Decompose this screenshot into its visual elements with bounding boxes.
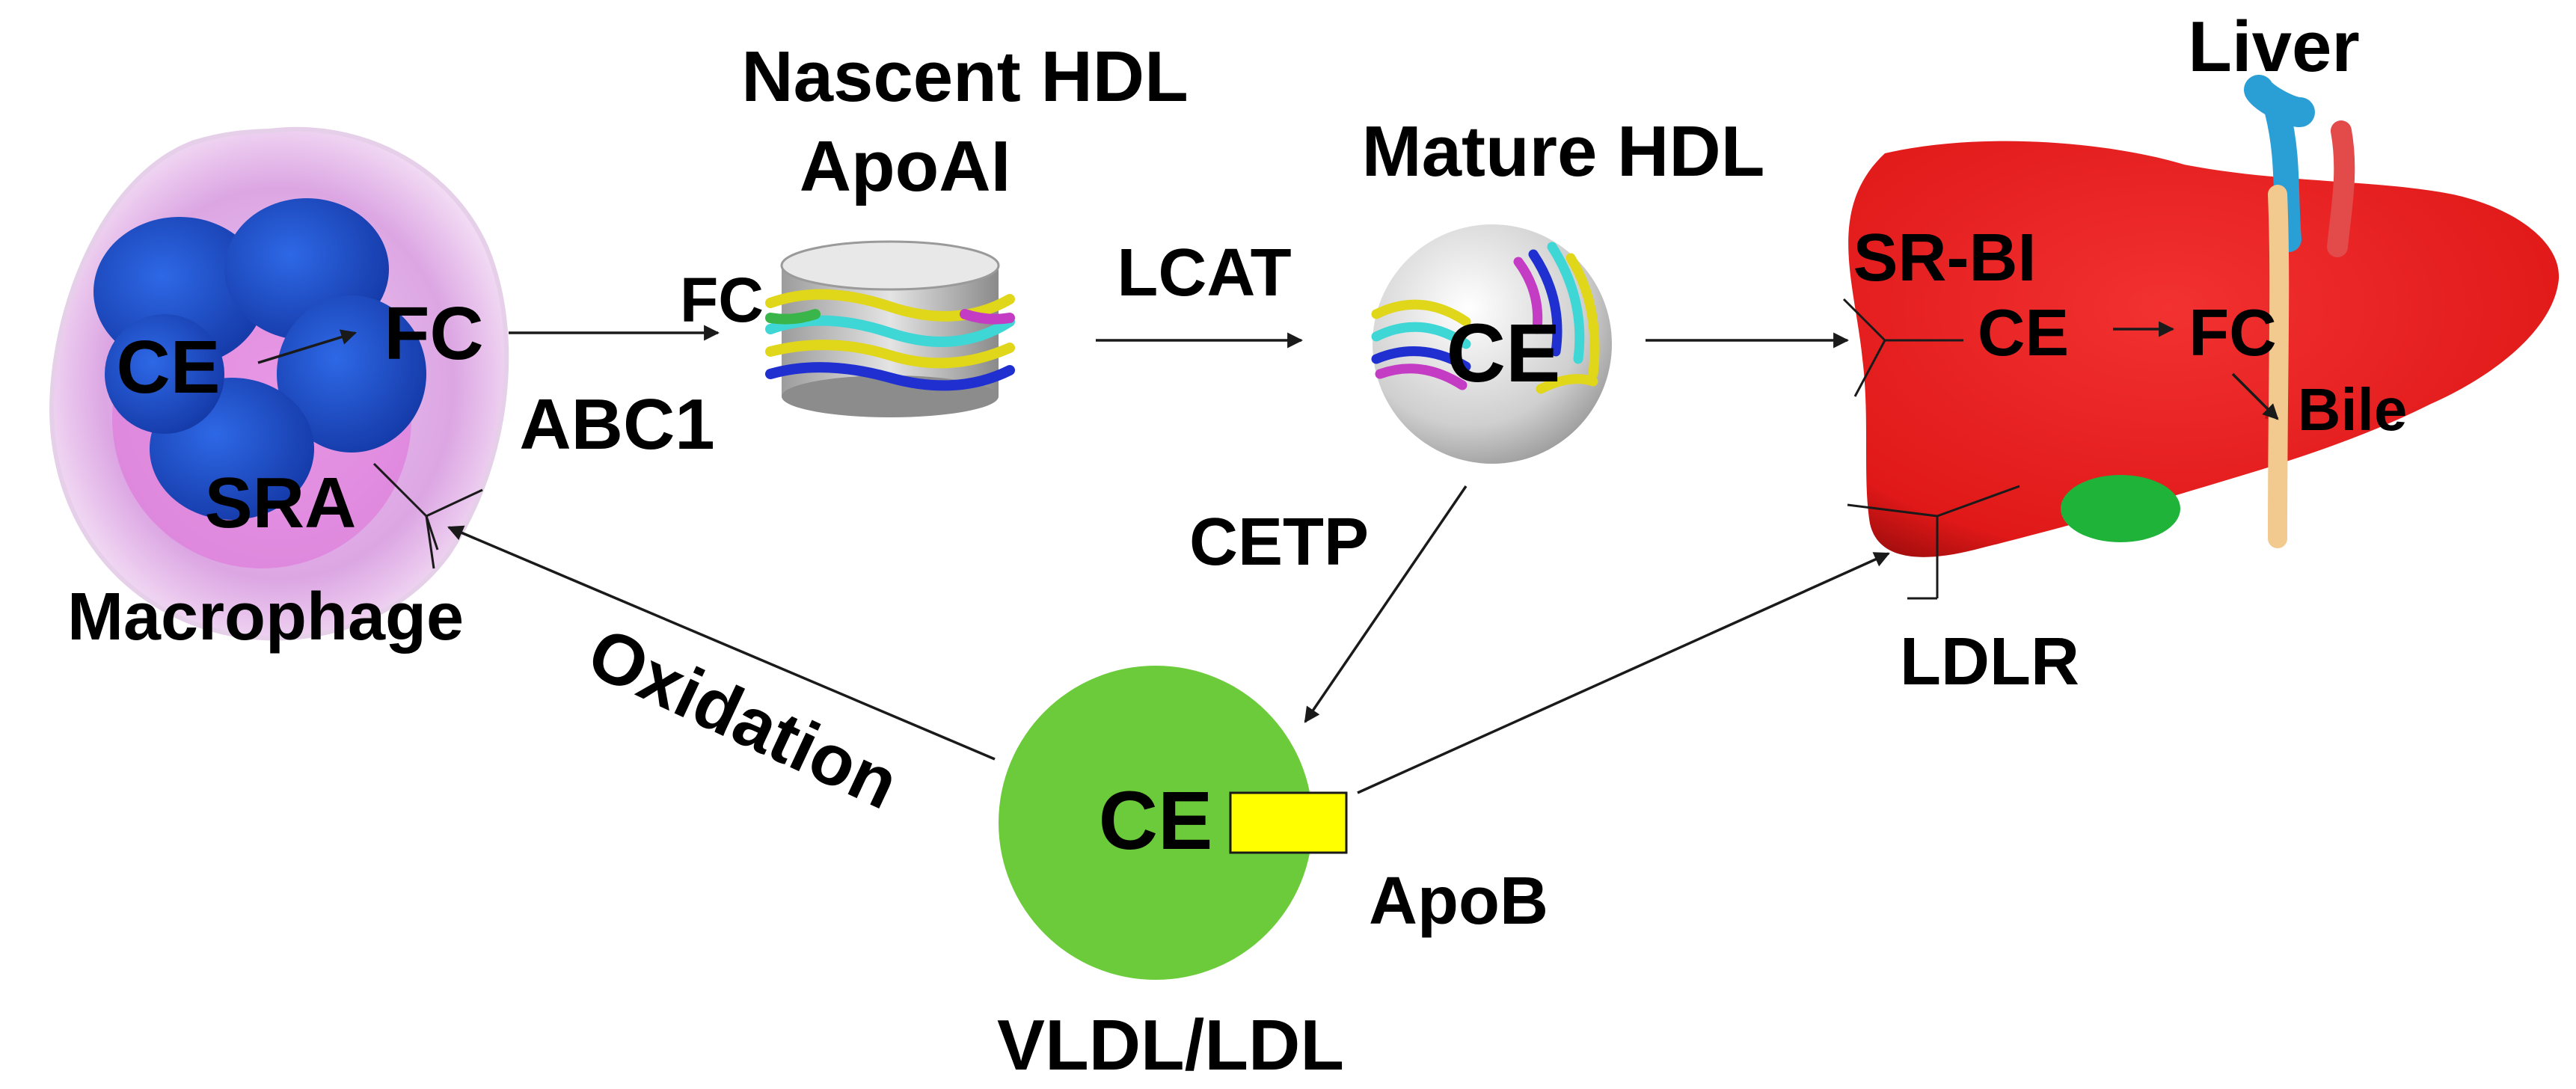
sr-bi-receptor — [1842, 298, 1963, 397]
label-ce-liver: CE — [1978, 295, 2069, 369]
label-liver: Liver — [2188, 7, 2359, 87]
label-nascent-hdl: Nascent HDL — [741, 37, 1188, 117]
label-sr-bi: SR-BI — [1853, 221, 2037, 295]
sra-receptor — [372, 462, 483, 569]
label-vldl-ldl: VLDL/LDL — [997, 1005, 1344, 1085]
label-ce-macrophage: CE — [117, 325, 221, 409]
label-cetp: CETP — [1189, 505, 1369, 580]
macrophage-nucleus — [93, 198, 426, 520]
arrow-oxidation — [447, 525, 996, 761]
label-abc1: ABC1 — [519, 384, 714, 464]
nascent-hdl-disk — [765, 240, 1015, 417]
label-ldlr: LDLR — [1900, 625, 2079, 699]
label-ce-ldl: CE — [1099, 775, 1213, 867]
arrow-fc-to-bile — [2231, 372, 2279, 420]
arrow-ldl-to-ldlr — [1357, 552, 1890, 794]
vldl-ldl-particle — [999, 666, 1348, 980]
label-lcat: LCAT — [1117, 236, 1291, 310]
label-fc-liver: FC — [2189, 295, 2276, 369]
mature-hdl-helices — [1371, 242, 1600, 394]
hepatic-artery — [2327, 120, 2355, 257]
ldlr-receptor — [1847, 485, 2020, 600]
apoai-helices — [765, 289, 1015, 391]
arrow-cetp — [1304, 485, 1468, 723]
mature-hdl-sphere — [1371, 224, 1612, 464]
liver-organ — [1848, 75, 2560, 557]
label-fc-nascent: FC — [680, 265, 764, 335]
macrophage-cell — [49, 126, 509, 641]
label-apoai: ApoAI — [800, 126, 1011, 206]
gallbladder — [2061, 475, 2180, 542]
label-macrophage: Macrophage — [67, 580, 464, 654]
label-ce-mature: CE — [1447, 307, 1561, 399]
label-mature-hdl: Mature HDL — [1362, 111, 1765, 191]
label-apob: ApoB — [1369, 864, 1548, 939]
label-sra: SRA — [205, 463, 357, 543]
arrow-ce-to-fc-macrophage — [257, 329, 358, 364]
bile-duct — [2268, 185, 2290, 548]
label-bile: Bile — [2298, 376, 2408, 443]
label-oxidation: Oxidation — [577, 613, 910, 825]
apob-box — [1229, 791, 1348, 854]
label-fc-macrophage: FC — [384, 292, 483, 375]
